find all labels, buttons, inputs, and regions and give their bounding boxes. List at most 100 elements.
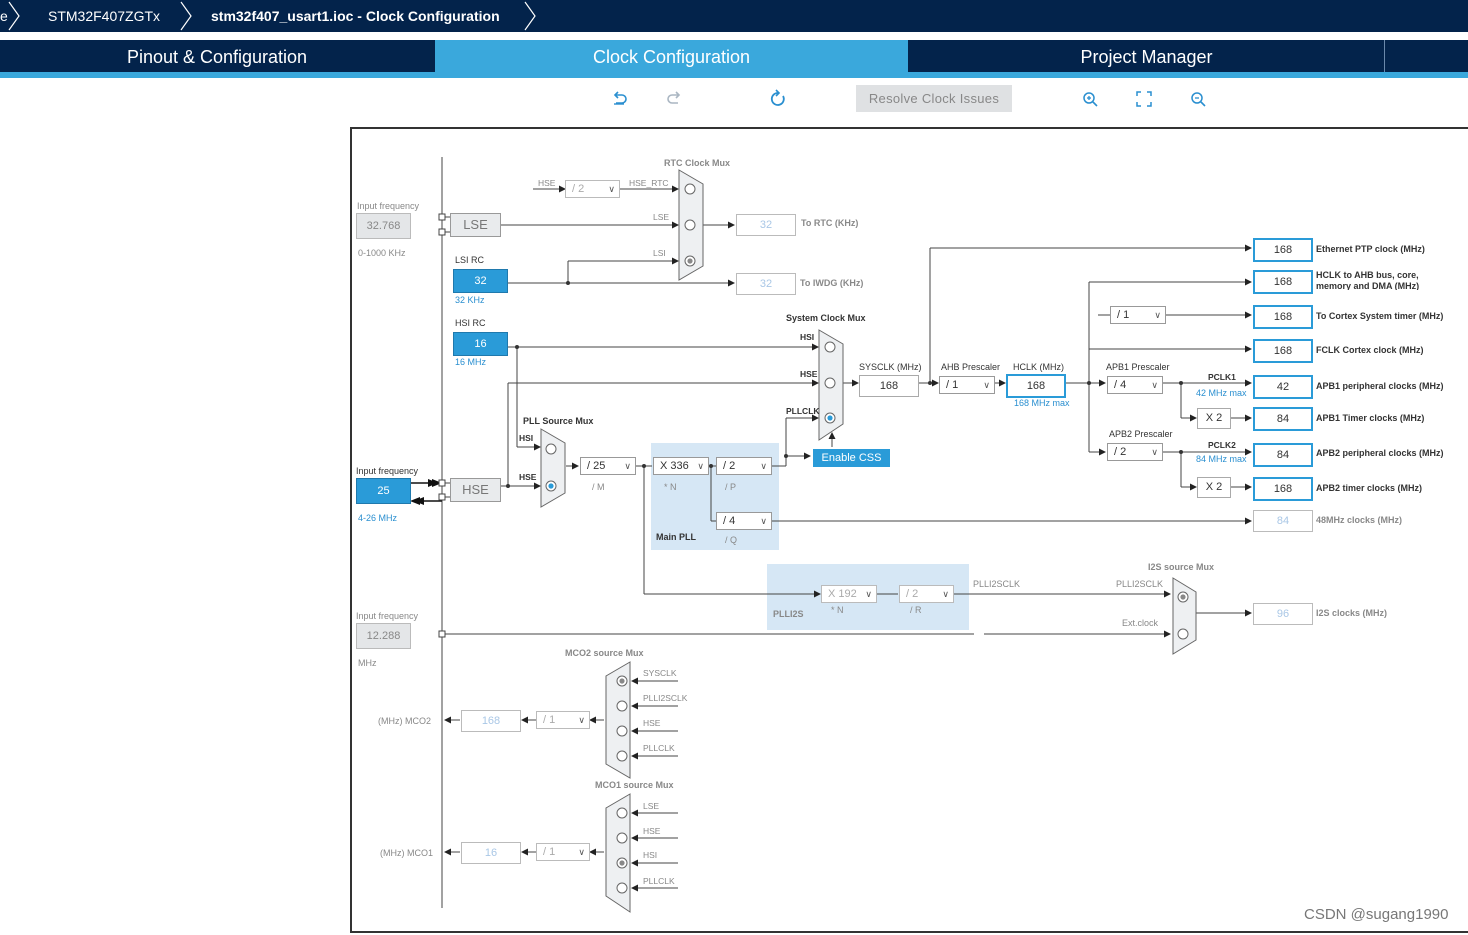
rtc-hse-rtc-label: HSE_RTC xyxy=(629,178,669,188)
lse-range: 0-1000 KHz xyxy=(358,248,406,258)
hse-source[interactable]: HSE xyxy=(450,478,501,502)
lsi-value[interactable]: 32 xyxy=(453,269,508,293)
plli2s-r-divider[interactable]: / 2∨ xyxy=(899,585,954,603)
pll-source-mux-title: PLL Source Mux xyxy=(523,416,594,426)
chevron-down-icon: ∨ xyxy=(697,461,704,471)
sys-hsi-label: HSI xyxy=(800,332,815,342)
sys-pllclk-label: PLLCLK xyxy=(786,406,820,416)
i2s-output: 96 xyxy=(1253,603,1313,625)
lse-source[interactable]: LSE xyxy=(450,213,501,237)
rtc-lse-label: LSE xyxy=(653,212,670,222)
pclk2-label: PCLK2 xyxy=(1208,440,1236,450)
rtc-hse-divider[interactable]: / 2∨ xyxy=(565,180,620,198)
tab-clock-configuration[interactable]: Clock Configuration xyxy=(435,40,908,72)
plli2sclk-label: PLLI2SCLK xyxy=(973,579,1021,589)
breadcrumb-mcu[interactable]: STM32F407ZGTx xyxy=(48,8,161,24)
hsi-value[interactable]: 16 xyxy=(453,332,508,356)
i2s-mux-plli2sclk-label: PLLI2SCLK xyxy=(1116,579,1164,589)
tab-divider xyxy=(1384,40,1385,72)
hse-input-frequency[interactable]: 25 xyxy=(356,478,411,504)
sys-hse-label: HSE xyxy=(800,369,818,379)
redo-icon[interactable] xyxy=(663,88,685,110)
i2s-source-mux xyxy=(1172,577,1197,655)
cortex-timer-divider[interactable]: / 1∨ xyxy=(1110,306,1166,324)
apb1-prescaler[interactable]: / 4∨ xyxy=(1107,376,1163,394)
apb1-timer-output[interactable]: 84 xyxy=(1253,407,1313,431)
plli2s-title: PLLI2S xyxy=(773,609,804,619)
lse-input-frequency[interactable]: 32.768 xyxy=(356,213,411,239)
cortex-timer-label: To Cortex System timer (MHz) xyxy=(1316,311,1444,321)
chevron-down-icon: ∨ xyxy=(983,380,990,390)
mco1-divider[interactable]: / 1∨ xyxy=(536,843,590,861)
mco1-output: 16 xyxy=(461,842,521,864)
chevron-down-icon: ∨ xyxy=(942,589,949,599)
chevron-down-icon: ∨ xyxy=(865,589,872,599)
ahb-prescaler[interactable]: / 1∨ xyxy=(939,376,995,394)
system-clock-mux-title: System Clock Mux xyxy=(786,313,866,323)
breadcrumb: e STM32F407ZGTx stm32f407_usart1.ioc - C… xyxy=(0,0,1468,32)
mco2-input-plli2sclk: PLLI2SCLK xyxy=(643,693,688,703)
enable-css-button[interactable]: Enable CSS xyxy=(813,449,890,467)
tab-project-manager[interactable]: Project Manager xyxy=(1080,47,1213,67)
pll-p-divider[interactable]: / 2∨ xyxy=(716,457,772,475)
mco2-divider[interactable]: / 1∨ xyxy=(536,711,590,729)
mco1-mux-title: MCO1 source Mux xyxy=(595,780,674,790)
tab-pinout[interactable]: Pinout & Configuration xyxy=(126,47,308,67)
chevron-down-icon: ∨ xyxy=(760,461,767,471)
pclk1-max: 42 MHz max xyxy=(1196,388,1247,398)
apb2-peripheral-output[interactable]: 84 xyxy=(1253,443,1313,467)
ethernet-ptp-output[interactable]: 168 xyxy=(1253,238,1313,262)
plli2s-n-multiplier[interactable]: X 192∨ xyxy=(821,585,877,603)
i2s-output-label: I2S clocks (MHz) xyxy=(1316,608,1388,618)
pll-n-multiplier[interactable]: X 336∨ xyxy=(653,457,709,475)
pll-n-label: * N xyxy=(664,482,677,492)
hclk-input[interactable]: 168 xyxy=(1006,374,1066,398)
plli2s-r-label: / R xyxy=(910,605,922,615)
lsi-title: LSI RC xyxy=(455,255,485,265)
hclk-label: HCLK (MHz) xyxy=(1013,362,1064,372)
cortex-timer-output[interactable]: 168 xyxy=(1253,305,1313,329)
breadcrumb-home[interactable]: e xyxy=(0,8,8,24)
i2s-input-label: Input frequency xyxy=(356,611,419,621)
mco1-input-hsi: HSI xyxy=(643,850,658,860)
apb2-prescaler[interactable]: / 2∨ xyxy=(1107,443,1163,461)
fclk-output[interactable]: 168 xyxy=(1253,339,1313,363)
zoom-in-icon[interactable] xyxy=(1079,88,1101,110)
chevron-down-icon: ∨ xyxy=(760,516,767,526)
undo-icon[interactable] xyxy=(609,88,631,110)
lse-input-label: Input frequency xyxy=(357,201,420,211)
hsi-title: HSI RC xyxy=(455,318,486,328)
apb1-peripheral-output[interactable]: 42 xyxy=(1253,375,1313,399)
main-pll-title: Main PLL xyxy=(656,532,696,542)
pll-m-divider[interactable]: / 25∨ xyxy=(580,457,636,475)
plli2s-n-label: * N xyxy=(831,605,844,615)
rtc-output-label: To RTC (KHz) xyxy=(801,218,859,228)
mco1-input-hse: HSE xyxy=(643,826,661,836)
breadcrumb-separator-icon xyxy=(8,1,20,31)
fit-icon[interactable] xyxy=(1133,88,1155,110)
breadcrumb-separator-icon xyxy=(180,1,192,31)
apb2-timer-label: APB2 timer clocks (MHz) xyxy=(1316,483,1423,493)
mco1-input-lse: LSE xyxy=(643,801,660,811)
resolve-clock-issues-button[interactable]: Resolve Clock Issues xyxy=(856,85,1012,112)
mco1-input-pllclk: PLLCLK xyxy=(643,876,675,886)
apb1-timer-label: APB1 Timer clocks (MHz) xyxy=(1316,413,1425,423)
hclk-ahb-output[interactable]: 168 xyxy=(1253,270,1313,294)
rtc-output: 32 xyxy=(736,214,796,236)
pll-q-divider[interactable]: / 4∨ xyxy=(716,512,772,530)
apb2-timer-output[interactable]: 168 xyxy=(1253,477,1313,501)
zoom-out-icon[interactable] xyxy=(1187,88,1209,110)
chevron-down-icon: ∨ xyxy=(578,847,585,857)
mco2-input-hse: HSE xyxy=(643,718,661,728)
i2s-source-mux-title: I2S source Mux xyxy=(1148,562,1215,572)
hse-range: 4-26 MHz xyxy=(358,513,398,523)
refresh-icon[interactable] xyxy=(767,88,789,110)
i2s-ext-clock-label: Ext.clock xyxy=(1122,618,1159,628)
iwdg-output-label: To IWDG (KHz) xyxy=(800,278,864,288)
clock-tree-canvas xyxy=(350,127,1468,933)
mco2-mux-title: MCO2 source Mux xyxy=(565,648,644,658)
i2s-input-frequency[interactable]: 12.288 xyxy=(356,623,411,649)
mco2-output: 168 xyxy=(461,710,521,732)
tab-underline xyxy=(0,72,1468,78)
mco2-label: (MHz) MCO2 xyxy=(378,716,431,726)
